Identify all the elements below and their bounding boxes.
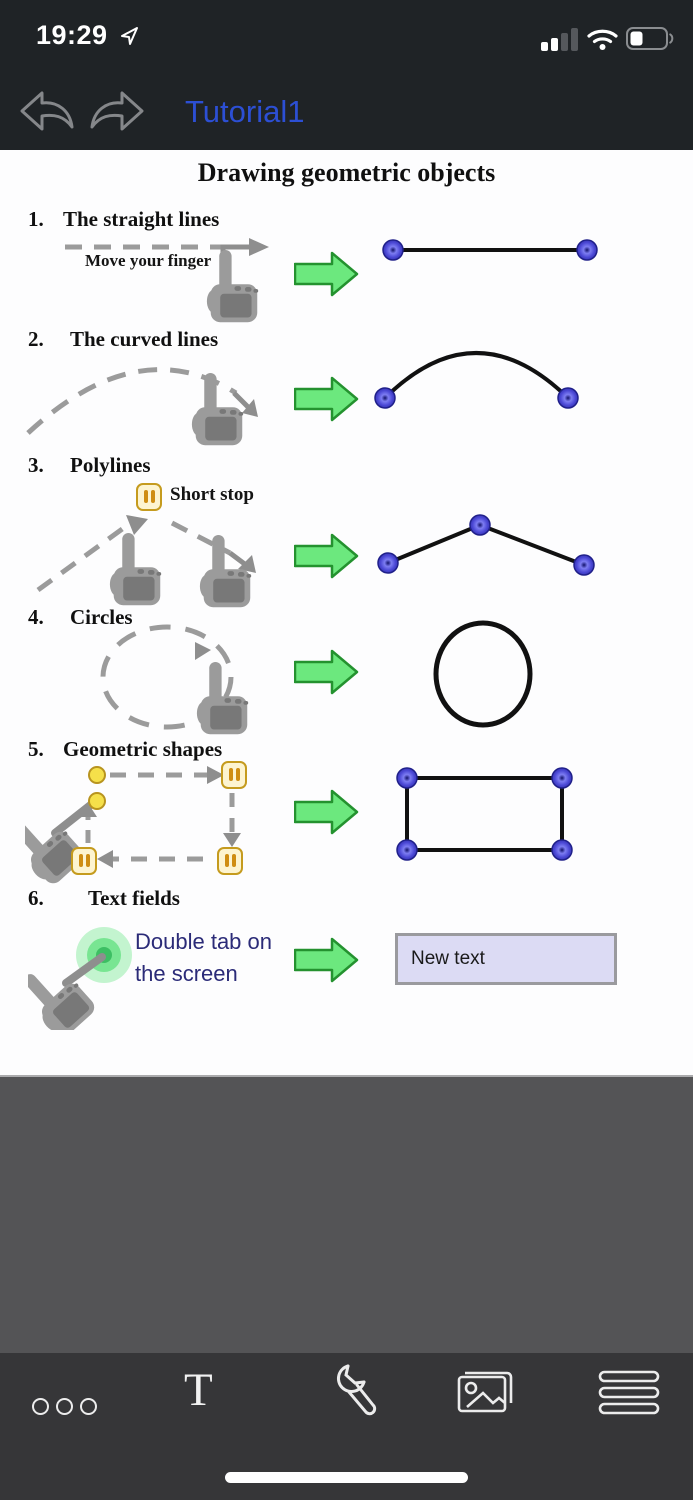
double-tap-hint-line2: the screen xyxy=(135,961,238,986)
section-2-number: 2. xyxy=(28,327,44,351)
document-title[interactable]: Tutorial1 xyxy=(185,94,305,129)
section-2-title: The curved lines xyxy=(70,327,219,351)
wrench-icon[interactable] xyxy=(318,1360,382,1424)
more-options-icon xyxy=(32,1398,49,1415)
double-tap-gesture-illustration xyxy=(28,927,132,1030)
circle-result xyxy=(433,620,533,728)
curved-line-gesture-illustration xyxy=(26,367,258,446)
shape-gesture-illustration xyxy=(25,761,247,885)
rectangle-result xyxy=(396,767,573,861)
section-5-number: 5. xyxy=(28,737,44,761)
section-6-number: 6. xyxy=(28,886,44,910)
section-3-title: Polylines xyxy=(70,453,151,477)
location-arrow-icon xyxy=(121,27,138,45)
home-indicator[interactable] xyxy=(225,1472,468,1483)
straight-line-gesture-illustration xyxy=(65,238,269,323)
undo-icon[interactable] xyxy=(14,88,78,140)
polyline-result xyxy=(377,514,595,576)
text-tool-button[interactable]: T xyxy=(184,1364,213,1416)
section-1-title: The straight lines xyxy=(63,207,220,231)
section-6-title: Text fields xyxy=(88,886,180,910)
green-arrow-icon xyxy=(294,789,359,835)
double-tap-hint: Double tab on the screen xyxy=(135,926,272,990)
section-5-title: Geometric shapes xyxy=(63,737,223,761)
double-tap-hint-line1: Double tab on xyxy=(135,929,272,954)
curved-line-result xyxy=(374,351,579,409)
green-arrow-icon xyxy=(294,251,359,297)
menu-icon[interactable] xyxy=(598,1370,662,1416)
section-4-title: Circles xyxy=(70,605,133,629)
battery-icon xyxy=(626,27,674,50)
photos-icon[interactable] xyxy=(455,1365,521,1419)
section-4-number: 4. xyxy=(28,605,44,629)
circle-gesture-illustration xyxy=(100,624,249,735)
wifi-icon xyxy=(587,29,618,50)
offpage-background xyxy=(0,1077,693,1353)
green-arrow-icon xyxy=(294,937,359,983)
page-title: Drawing geometric objects xyxy=(197,158,496,187)
new-text-field[interactable]: New text xyxy=(395,933,617,985)
redo-icon[interactable] xyxy=(86,88,150,140)
more-options-button[interactable] xyxy=(32,1398,104,1420)
move-finger-hint: Move your finger xyxy=(85,251,212,270)
status-time: 19:29 xyxy=(36,20,108,50)
section-1-number: 1. xyxy=(28,207,44,231)
green-arrow-icon xyxy=(294,649,359,695)
new-text-value: New text xyxy=(411,948,485,969)
short-stop-hint: Short stop xyxy=(170,484,254,505)
green-arrow-icon xyxy=(294,376,359,422)
drawing-canvas[interactable]: Drawing geometric objects 1. The straigh… xyxy=(0,150,693,1077)
green-arrow-icon xyxy=(294,533,359,579)
cellular-signal-icon xyxy=(541,28,578,51)
section-3-number: 3. xyxy=(28,453,44,477)
polyline-gesture-illustration xyxy=(36,515,256,608)
straight-line-result xyxy=(382,239,598,261)
